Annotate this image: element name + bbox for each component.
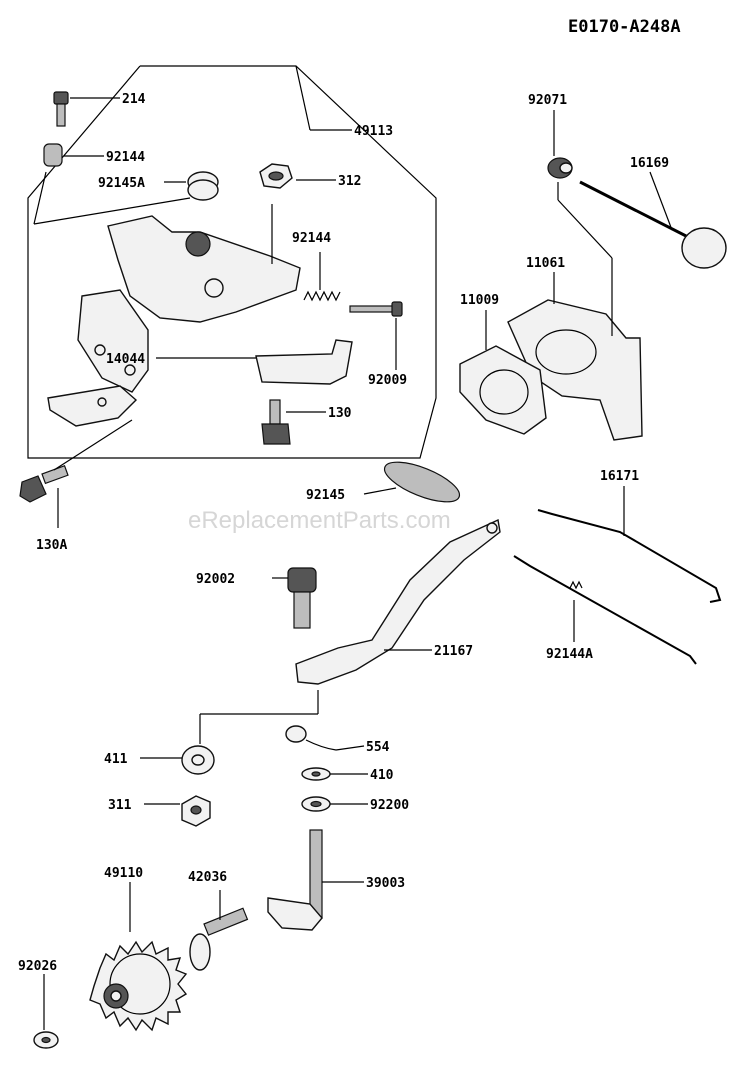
part-92144-spring-middle[interactable]	[303, 290, 341, 302]
part-92071-collar[interactable]	[547, 157, 573, 179]
part-governor-bracket-plate[interactable]	[47, 215, 301, 427]
part-411-washer[interactable]	[181, 745, 215, 775]
label-130A: 130A	[36, 538, 67, 553]
watermark: eReplacementParts.com	[188, 507, 451, 534]
part-92144A-spring-rod[interactable]	[513, 555, 697, 665]
label-92002: 92002	[196, 572, 235, 587]
label-11061: 11061	[526, 256, 565, 271]
label-14044: 14044	[106, 352, 145, 367]
part-39003-shaft[interactable]	[267, 829, 323, 931]
part-130A-bolt[interactable]	[19, 465, 69, 503]
part-49110-governor-gear[interactable]	[89, 940, 188, 1032]
part-311-nut[interactable]	[181, 795, 211, 827]
label-312: 312	[338, 174, 361, 189]
part-11009-gasket[interactable]	[459, 345, 547, 435]
diagram-code: E0170-A248A	[568, 17, 681, 37]
part-21167-governor-lever[interactable]	[295, 518, 501, 685]
part-14044-bracket[interactable]	[255, 339, 353, 385]
label-411: 411	[104, 752, 128, 767]
label-130: 130	[328, 406, 352, 421]
part-92145A-spring[interactable]	[187, 171, 219, 201]
part-11061-plate-bracket[interactable]	[507, 299, 643, 441]
part-16169-knob-rod[interactable]	[579, 180, 727, 269]
label-16171: 16171	[600, 469, 639, 484]
part-42036-pin[interactable]	[189, 907, 249, 971]
part-554-clip[interactable]	[285, 725, 337, 751]
part-92009-screw[interactable]	[349, 301, 403, 317]
part-410-washer[interactable]	[301, 767, 331, 781]
part-214-screw[interactable]	[53, 91, 69, 127]
label-11009: 11009	[460, 293, 499, 308]
label-92009: 92009	[368, 373, 407, 388]
part-16171-rod[interactable]	[537, 509, 722, 603]
label-21167: 21167	[434, 644, 473, 659]
label-92144-upper: 92144	[106, 150, 145, 165]
part-130-bolt[interactable]	[261, 399, 291, 445]
label-49110: 49110	[104, 866, 143, 881]
label-92144-middle: 92144	[292, 231, 331, 246]
label-92200: 92200	[370, 798, 409, 813]
label-92145: 92145	[306, 488, 345, 503]
label-554: 554	[366, 740, 390, 755]
part-92002-bolt[interactable]	[287, 567, 317, 629]
assembly-49113-outline	[27, 65, 437, 459]
label-16169: 16169	[630, 156, 669, 171]
label-92071: 92071	[528, 93, 567, 108]
label-92144A: 92144A	[546, 647, 593, 662]
part-92144-spring-upper[interactable]	[43, 143, 63, 167]
label-49113: 49113	[354, 124, 393, 139]
label-410: 410	[370, 768, 394, 783]
label-92026: 92026	[18, 959, 57, 974]
leader-lines	[33, 65, 673, 1030]
label-92145A: 92145A	[98, 176, 145, 191]
label-39003: 39003	[366, 876, 405, 891]
part-312-nut[interactable]	[259, 163, 293, 189]
label-214: 214	[122, 92, 146, 107]
label-42036: 42036	[188, 870, 227, 885]
part-92200-washer[interactable]	[301, 796, 331, 812]
part-92145-spring[interactable]	[380, 454, 465, 510]
part-92026-washer[interactable]	[33, 1031, 59, 1049]
label-311: 311	[108, 798, 132, 813]
